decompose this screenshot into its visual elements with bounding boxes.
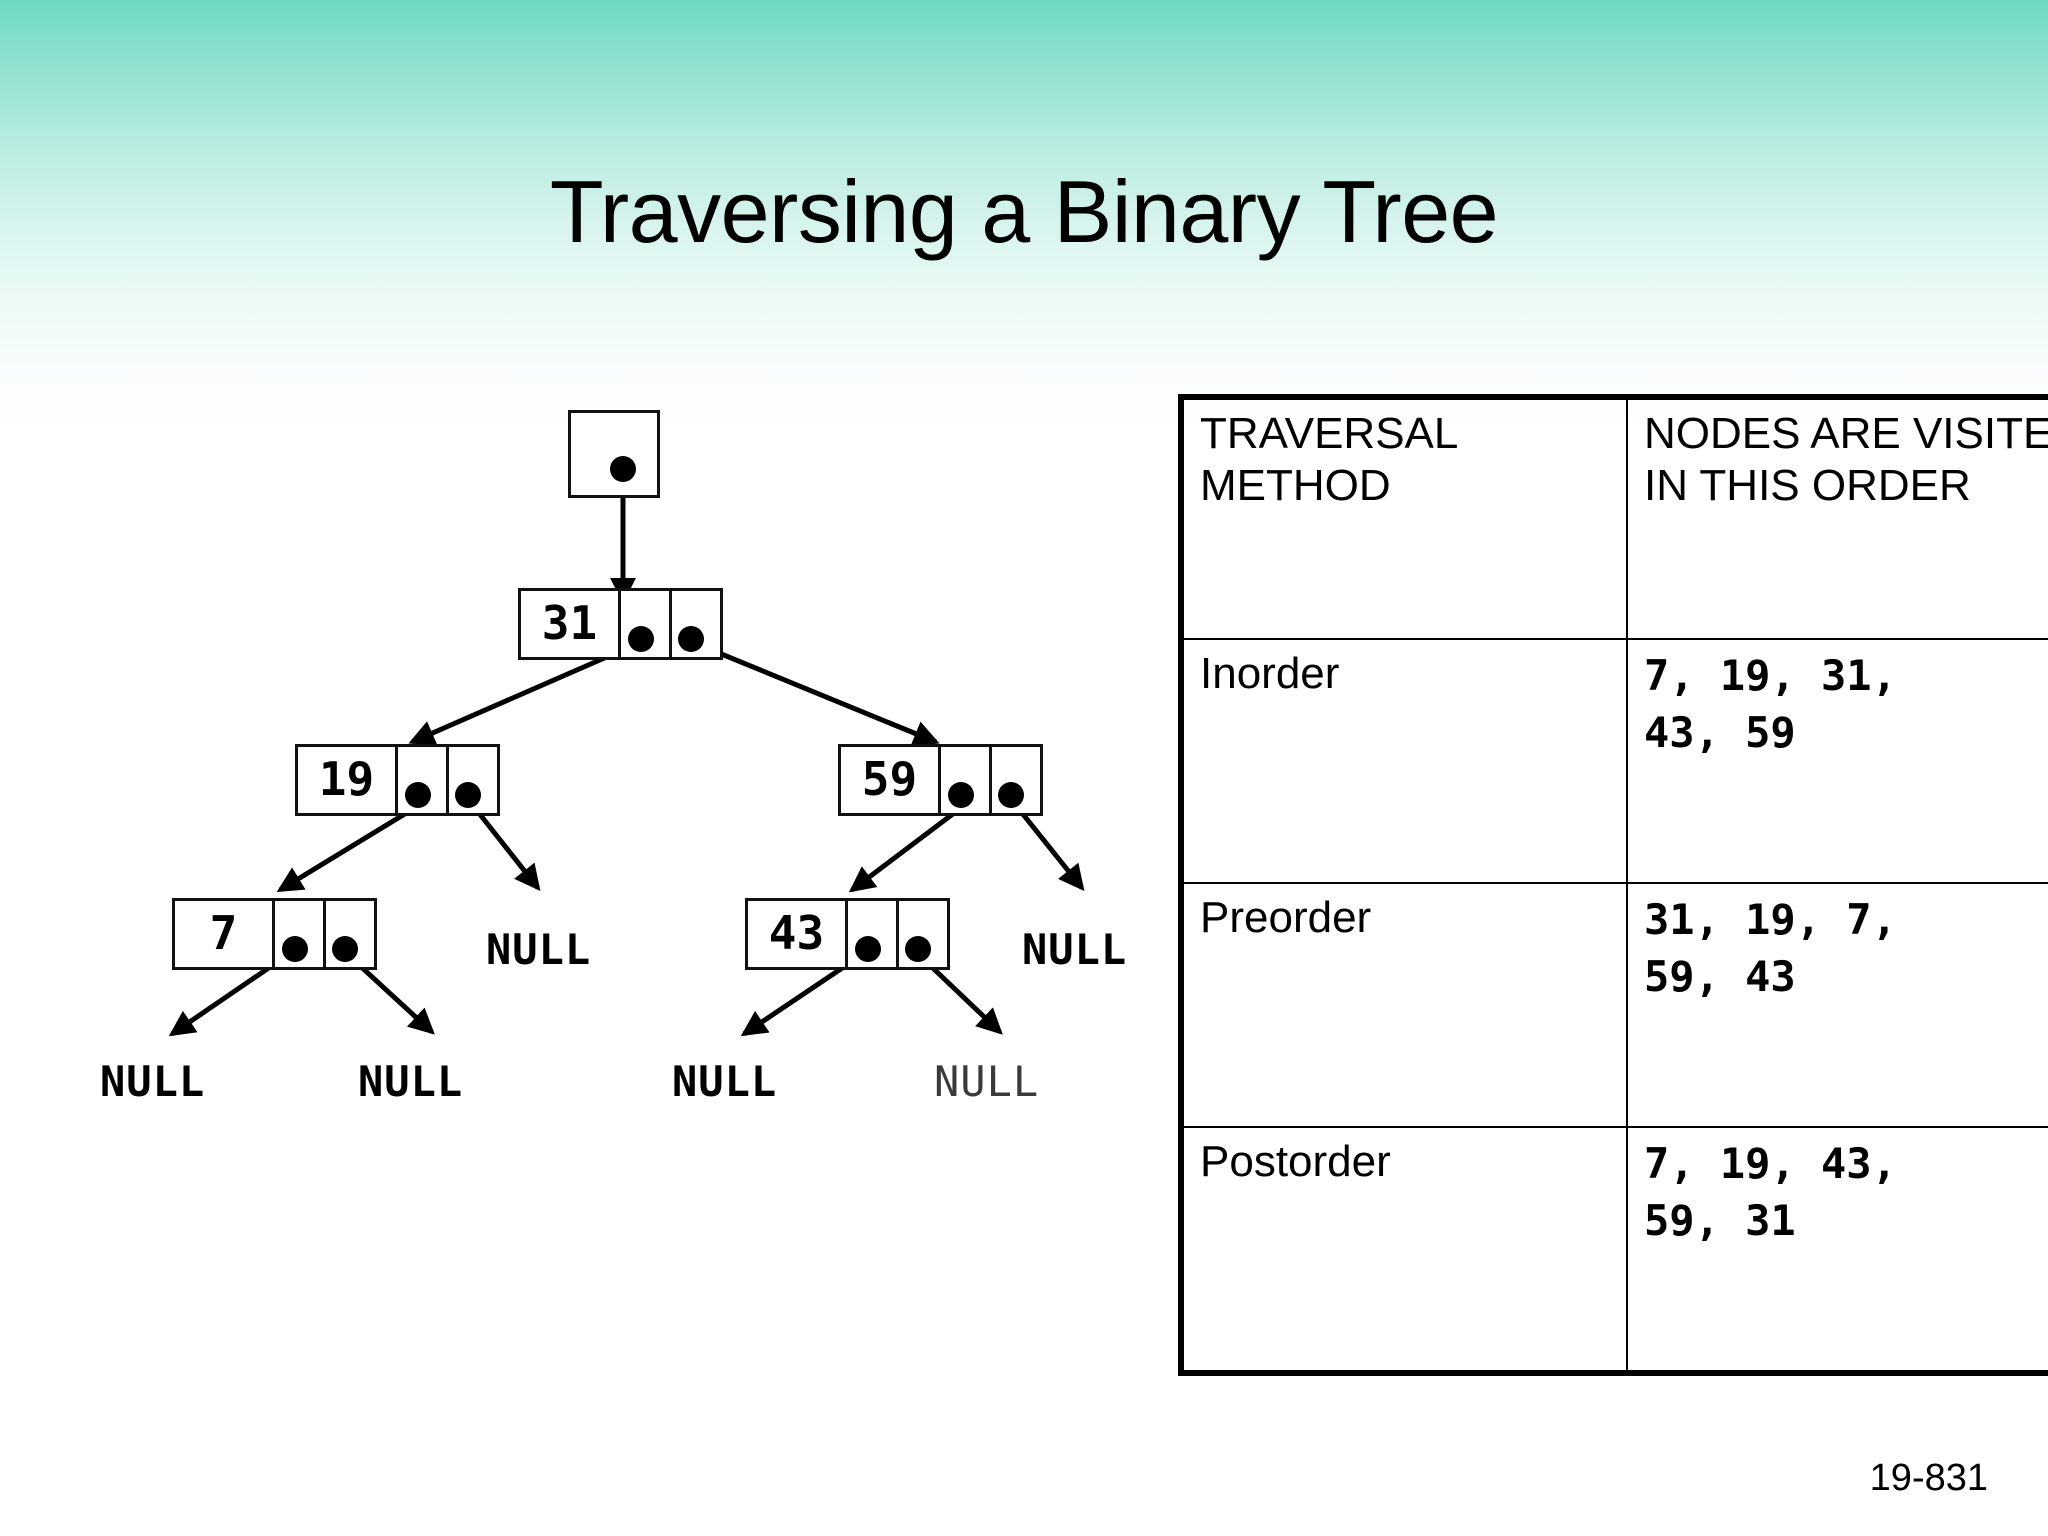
node-43-left-pointer bbox=[845, 901, 896, 967]
table-header-row: TRAVERSAL METHOD NODES ARE VISITED IN TH… bbox=[1178, 394, 2048, 640]
table-cell-method-preorder: Preorder bbox=[1178, 882, 1628, 1128]
table-header-order-cell: NODES ARE VISITED IN THIS ORDER bbox=[1626, 394, 2048, 640]
table-row: Inorder 7, 19, 31, 43, 59 bbox=[1178, 638, 2048, 884]
root-pointer-dot-icon bbox=[610, 456, 636, 482]
table-cell-order-postorder: 7, 19, 43, 59, 31 bbox=[1626, 1126, 2048, 1376]
node-value-31: 31 bbox=[541, 595, 598, 650]
table-cell-order-inorder: 7, 19, 31, 43, 59 bbox=[1626, 638, 2048, 884]
table-cell-method-postorder: Postorder bbox=[1178, 1126, 1628, 1376]
table-cell-method-inorder: Inorder bbox=[1178, 638, 1628, 884]
traversal-methods-table: TRAVERSAL METHOD NODES ARE VISITED IN TH… bbox=[1178, 394, 2048, 1376]
method-label: Preorder bbox=[1200, 893, 1372, 942]
order-values: 7, 19, 31, 43, 59 bbox=[1644, 651, 1897, 757]
tree-node-19: 19 bbox=[295, 744, 500, 816]
node-19-left-pointer bbox=[395, 747, 446, 813]
pointer-dot-icon bbox=[998, 782, 1024, 808]
order-values: 7, 19, 43, 59, 31 bbox=[1644, 1139, 1897, 1245]
pointer-dot-icon bbox=[405, 782, 431, 808]
tree-node-31: 31 bbox=[518, 588, 723, 660]
method-label: Inorder bbox=[1200, 649, 1340, 698]
page-title: Traversing a Binary Tree bbox=[549, 162, 1499, 261]
table-header-method-cell: TRAVERSAL METHOD bbox=[1178, 394, 1628, 640]
node-value-19: 19 bbox=[318, 751, 375, 806]
tree-node-7: 7 bbox=[172, 898, 377, 970]
page-number: 19-831 bbox=[1869, 1457, 1988, 1499]
binary-tree-diagram: 31 19 bbox=[100, 410, 1128, 1106]
null-label-7-right: NULL bbox=[358, 1057, 464, 1106]
table-cell-order-preorder: 31, 19, 7, 59, 43 bbox=[1626, 882, 2048, 1128]
pointer-dot-icon bbox=[905, 936, 931, 962]
node-value-59: 59 bbox=[861, 751, 918, 806]
table-row: Postorder 7, 19, 43, 59, 31 bbox=[1178, 1126, 2048, 1376]
node-31-left-pointer bbox=[618, 591, 669, 657]
table-header-order-text: NODES ARE VISITED IN THIS ORDER bbox=[1644, 409, 2048, 510]
pointer-dot-icon bbox=[628, 626, 654, 652]
pointer-dot-icon bbox=[332, 936, 358, 962]
tree-node-59: 59 bbox=[838, 744, 1043, 816]
node-19-right-pointer bbox=[446, 747, 497, 813]
pointer-dot-icon bbox=[855, 936, 881, 962]
node-43-right-pointer bbox=[896, 901, 947, 967]
node-7-left-pointer bbox=[272, 901, 323, 967]
table-header-method-text: TRAVERSAL METHOD bbox=[1200, 409, 1457, 510]
node-59-left-pointer bbox=[938, 747, 989, 813]
method-label: Postorder bbox=[1200, 1137, 1391, 1186]
root-pointer-box bbox=[568, 410, 660, 498]
null-label-7-left: NULL bbox=[100, 1057, 206, 1106]
node-59-right-pointer bbox=[989, 747, 1040, 813]
order-values: 31, 19, 7, 59, 43 bbox=[1644, 895, 1897, 1001]
node-7-right-pointer bbox=[323, 901, 374, 967]
pointer-dot-icon bbox=[948, 782, 974, 808]
null-label-59-right: NULL bbox=[1022, 925, 1128, 974]
null-label-43-left: NULL bbox=[672, 1057, 778, 1106]
null-label-43-right: NULL bbox=[934, 1057, 1040, 1106]
node-value-7: 7 bbox=[209, 905, 238, 960]
node-value-43: 43 bbox=[768, 905, 825, 960]
null-label-19-right: NULL bbox=[486, 925, 592, 974]
tree-node-43: 43 bbox=[745, 898, 950, 970]
node-31-right-pointer bbox=[669, 591, 720, 657]
pointer-dot-icon bbox=[282, 936, 308, 962]
table-row: Preorder 31, 19, 7, 59, 43 bbox=[1178, 882, 2048, 1128]
pointer-dot-icon bbox=[678, 626, 704, 652]
pointer-dot-icon bbox=[455, 782, 481, 808]
